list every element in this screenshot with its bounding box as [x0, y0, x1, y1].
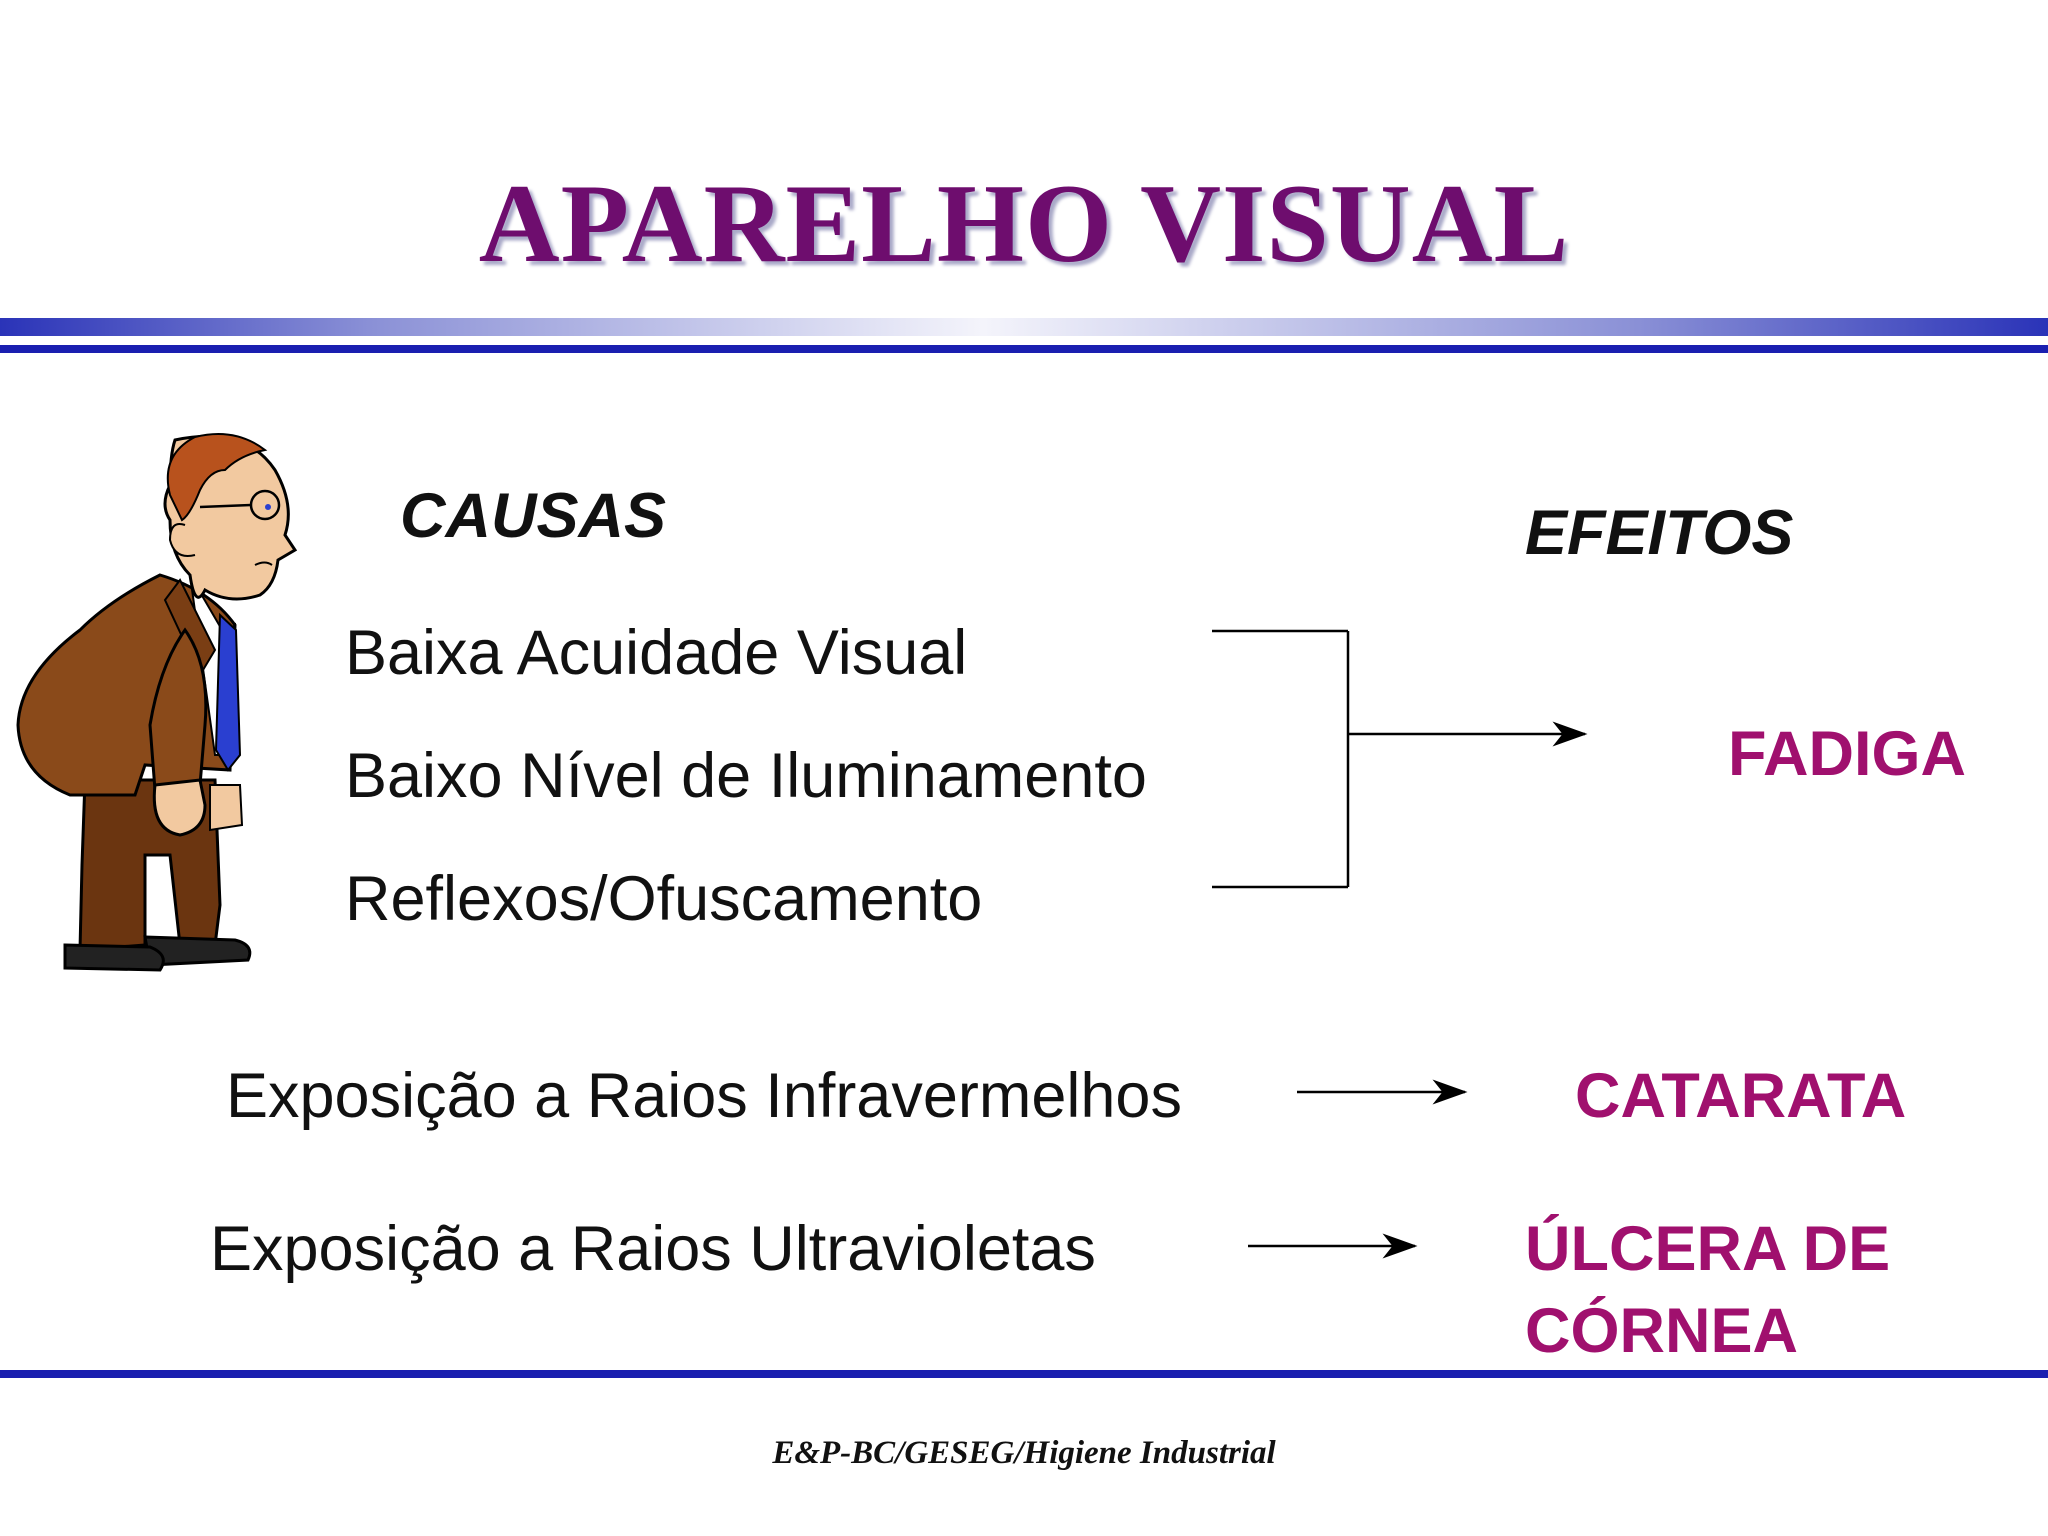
causes-bracket [1212, 631, 1348, 887]
bottom-divider [0, 1370, 2048, 1378]
footer-text: E&P-BC/GESEG/Higiene Industrial [0, 1435, 2048, 1472]
